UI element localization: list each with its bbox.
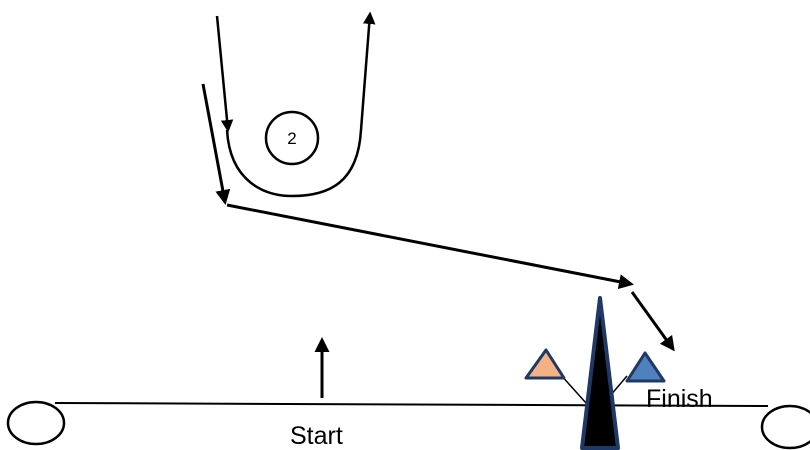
start-label: Start <box>290 422 343 450</box>
finish-label: Finish <box>646 385 713 413</box>
start-line <box>54 402 769 407</box>
rounding-path <box>225 129 363 198</box>
descending-arrow <box>201 83 231 205</box>
final-leg-arrow <box>630 291 675 352</box>
inbound-arrow <box>215 15 234 133</box>
right-mark-icon <box>760 404 810 450</box>
turning-mark-number: 2 <box>287 129 296 148</box>
left-flag-icon <box>524 348 566 380</box>
turning-mark-icon <box>264 110 320 166</box>
left-mark-icon <box>6 400 66 446</box>
right-flag-icon <box>625 351 666 383</box>
outbound-arrow <box>359 11 376 131</box>
reaching-leg-arrow <box>226 203 634 290</box>
committee-boat-icon <box>580 296 620 450</box>
